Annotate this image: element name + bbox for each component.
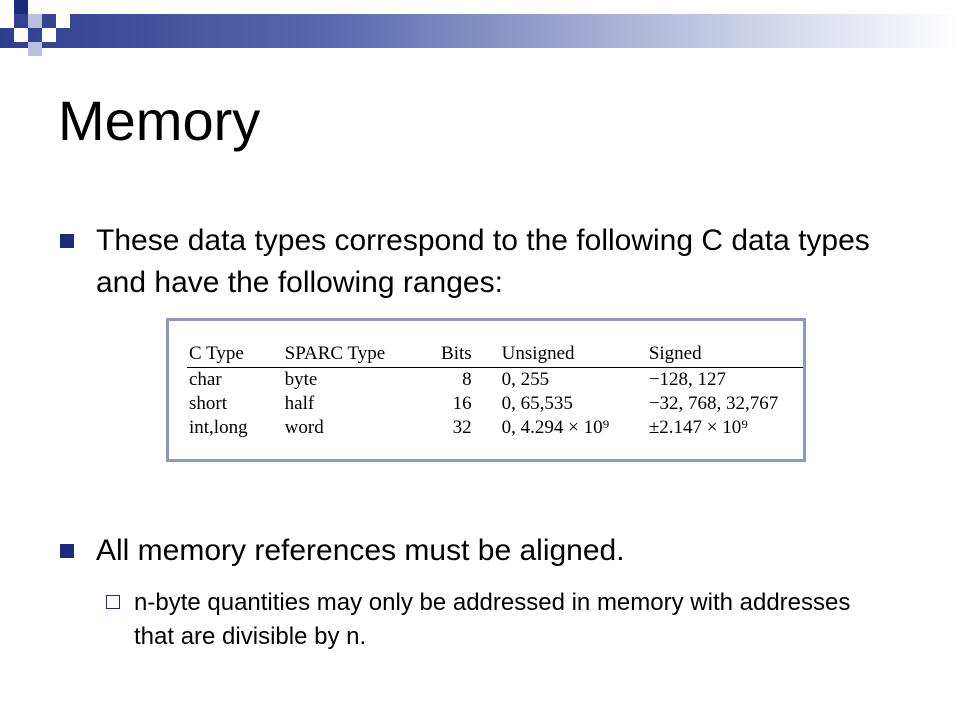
- table-cell: half: [284, 393, 315, 414]
- bullet-text: These data types correspond to the follo…: [96, 224, 870, 299]
- table-cell: 32: [452, 417, 472, 438]
- data-types-table: C Type SPARC Type Bits Unsigned Signed c…: [187, 341, 803, 440]
- table-cell: int,long: [189, 417, 248, 438]
- column-header: Bits: [422, 341, 500, 368]
- data-types-table-figure: C Type SPARC Type Bits Unsigned Signed c…: [166, 318, 806, 462]
- header-banner: [0, 14, 960, 48]
- table-cell: 8: [462, 369, 472, 390]
- column-header: Unsigned: [499, 341, 647, 368]
- bullet-text: All memory references must be aligned.: [96, 534, 625, 567]
- decor-square: [56, 14, 70, 28]
- table-cell: 0, 255: [501, 369, 550, 390]
- decor-square: [42, 28, 56, 42]
- table-cell: 0, 65,535: [501, 393, 573, 414]
- table-cell: short: [189, 393, 227, 414]
- decor-square: [14, 28, 28, 42]
- hollow-square-bullet-icon: [106, 595, 120, 609]
- table-cell: −128, 127: [648, 369, 727, 390]
- table-row: short half 16 0, 65,535 −32, 768, 32,767: [187, 392, 803, 416]
- table-cell: −32, 768, 32,767: [648, 393, 779, 414]
- slide-title: Memory: [58, 89, 261, 152]
- table-cell: ±2.147 × 10⁹: [648, 417, 748, 438]
- sub-bullet-text: n-byte quantities may only be addressed …: [134, 589, 851, 650]
- bullet-item: These data types correspond to the follo…: [60, 220, 920, 304]
- table-cell: byte: [284, 369, 318, 390]
- table-row: int,long word 32 0, 4.294 × 10⁹ ±2.147 ×…: [187, 416, 803, 440]
- table-header-row: C Type SPARC Type Bits Unsigned Signed: [187, 341, 803, 368]
- square-bullet-icon: [60, 544, 74, 558]
- decor-square: [14, 0, 28, 14]
- column-header: Signed: [646, 341, 803, 368]
- decor-square: [28, 14, 42, 28]
- table-cell: 16: [452, 393, 472, 414]
- column-header: C Type: [187, 341, 283, 368]
- table-cell: char: [189, 369, 222, 390]
- table-row: char byte 8 0, 255 −128, 127: [187, 368, 803, 393]
- decor-square: [28, 42, 42, 56]
- bullet-item: All memory references must be aligned.: [60, 530, 920, 572]
- square-bullet-icon: [60, 234, 74, 248]
- sub-bullet-item: n-byte quantities may only be addressed …: [106, 586, 886, 654]
- decor-square: [0, 14, 14, 28]
- column-header: SPARC Type: [282, 341, 423, 368]
- table-cell: 0, 4.294 × 10⁹: [501, 417, 610, 438]
- table-cell: word: [284, 417, 324, 438]
